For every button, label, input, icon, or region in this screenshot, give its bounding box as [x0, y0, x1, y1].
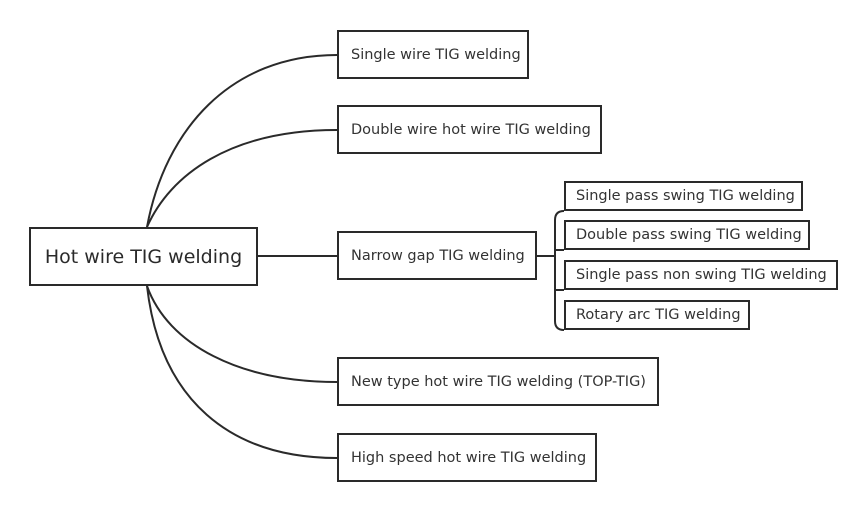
- connector-narrow-gap-bracket: [554, 210, 565, 331]
- child-single-pass-non-swing[interactable]: Single pass non swing TIG welding: [564, 260, 838, 290]
- branch-double-wire[interactable]: Double wire hot wire TIG welding: [337, 105, 602, 154]
- connector-high-speed: [146, 285, 338, 459]
- connector-double-wire: [146, 129, 338, 228]
- root-node-label: Hot wire TIG welding: [44, 245, 243, 268]
- branch-new-type-label: New type hot wire TIG welding (TOP-TIG): [351, 373, 646, 390]
- child-single-pass-swing-label: Single pass swing TIG welding: [576, 188, 795, 204]
- branch-high-speed[interactable]: High speed hot wire TIG welding: [337, 433, 597, 482]
- branch-narrow-gap-label: Narrow gap TIG welding: [351, 247, 525, 264]
- branch-high-speed-label: High speed hot wire TIG welding: [351, 449, 587, 466]
- child-single-pass-swing[interactable]: Single pass swing TIG welding: [564, 181, 803, 211]
- branch-narrow-gap[interactable]: Narrow gap TIG welding: [337, 231, 537, 280]
- child-rotary-arc[interactable]: Rotary arc TIG welding: [564, 300, 750, 330]
- child-single-pass-non-swing-label: Single pass non swing TIG welding: [576, 267, 827, 283]
- branch-double-wire-label: Double wire hot wire TIG welding: [351, 121, 591, 138]
- connector-single-wire: [146, 54, 338, 228]
- child-double-pass-swing[interactable]: Double pass swing TIG welding: [564, 220, 810, 250]
- child-rotary-arc-label: Rotary arc TIG welding: [576, 307, 741, 323]
- branch-single-wire[interactable]: Single wire TIG welding: [337, 30, 529, 79]
- child-double-pass-swing-label: Double pass swing TIG welding: [576, 227, 802, 243]
- root-node[interactable]: Hot wire TIG welding: [29, 227, 258, 286]
- connector-new-type: [146, 285, 338, 383]
- branch-new-type[interactable]: New type hot wire TIG welding (TOP-TIG): [337, 357, 659, 406]
- branch-single-wire-label: Single wire TIG welding: [351, 46, 521, 63]
